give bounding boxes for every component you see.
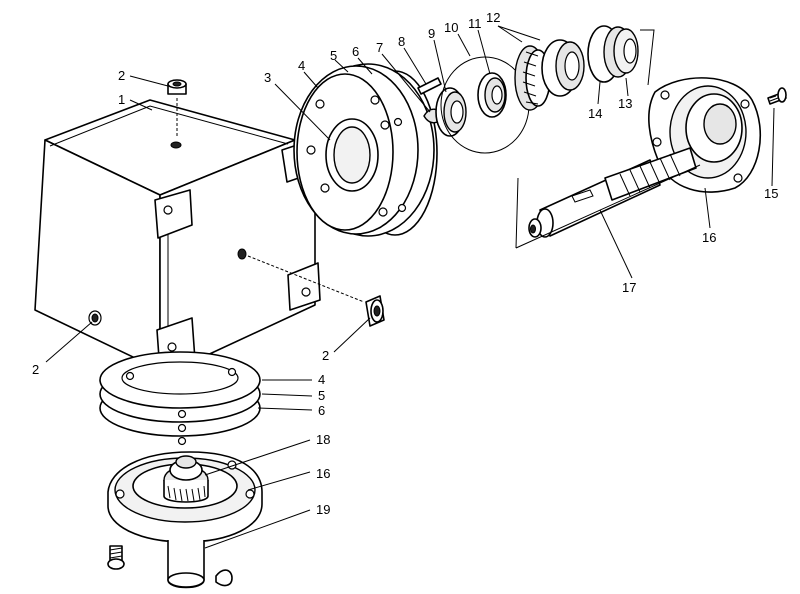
- callout-15: 15: [764, 186, 778, 201]
- callout-16: 16: [702, 230, 716, 245]
- callout-6: 6: [352, 44, 359, 59]
- callout-18: 18: [316, 432, 330, 447]
- key-19: [215, 569, 233, 587]
- callout-9: 9: [428, 26, 435, 41]
- output-shaft-19: [167, 540, 205, 589]
- input-shaft: [528, 147, 697, 238]
- end-cover-bottom: [107, 451, 263, 543]
- output-gear-18: [163, 455, 209, 503]
- gearbox-housing: [34, 99, 321, 373]
- lower-gasket-stack: [99, 351, 261, 446]
- bearing-11: [477, 72, 507, 118]
- callout-6: 6: [318, 403, 325, 418]
- callout-4: 4: [298, 58, 305, 73]
- callout-16: 16: [316, 466, 330, 481]
- callout-4: 4: [318, 372, 325, 387]
- callout-12: 12: [486, 10, 500, 25]
- callout-3: 3: [264, 70, 271, 85]
- callout-8: 8: [398, 34, 405, 49]
- side-gasket-stack: [293, 63, 438, 237]
- plug-right: [247, 255, 385, 327]
- callout-7: 7: [376, 40, 383, 55]
- callout-19: 19: [316, 502, 330, 517]
- bolt-15: [767, 87, 787, 105]
- callout-1: 1: [118, 92, 125, 107]
- callout-2: 2: [118, 68, 125, 83]
- bearing-9: [435, 87, 467, 137]
- callout-labels: 1 2 2 2 3 4 5 6 7 8 9 10 11 12 13 14 15 …: [32, 10, 778, 517]
- bearing-13: [587, 25, 639, 83]
- callout-13: 13: [618, 96, 632, 111]
- callout-17: 17: [622, 280, 636, 295]
- callout-10: 10: [444, 20, 458, 35]
- callout-5: 5: [318, 388, 325, 403]
- bearing-14: [541, 39, 585, 97]
- bolt-bottom: [107, 545, 125, 570]
- callout-11: 11: [468, 16, 482, 31]
- group-bracket-right: [515, 29, 701, 249]
- leader-lines: [45, 25, 775, 549]
- callout-2: 2: [322, 348, 329, 363]
- plug-top: [167, 79, 187, 138]
- callout-2: 2: [32, 362, 39, 377]
- callout-14: 14: [588, 106, 602, 121]
- callout-5: 5: [330, 48, 337, 63]
